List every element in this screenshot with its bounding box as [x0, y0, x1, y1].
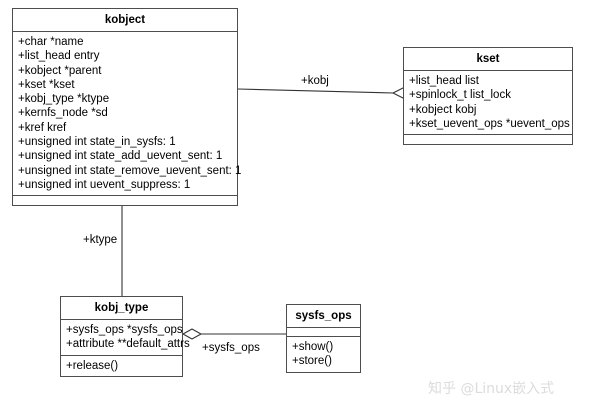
attribute-row: +unsigned int state_in_sysfs: 1 — [18, 136, 176, 149]
attribute-row: +kobject kobj — [409, 103, 477, 116]
class-box-kobject[interactable]: kobject +char *name +list_head entry +ko… — [12, 8, 242, 207]
edge-kobj-type-sysfs-ops — [181, 328, 286, 340]
edge-label-ktype: +ktype — [83, 234, 118, 246]
attribute-row: +unsigned int state_remove_uevent_sent: … — [18, 164, 242, 177]
edge-label-kobj: +kobj — [301, 75, 329, 87]
method-row: +show() — [292, 341, 334, 353]
method-row: +store() — [292, 355, 332, 368]
class-attributes-kobject: +char *name +list_head entry +kobject *p… — [13, 32, 242, 197]
class-title-sysfs-ops: sysfs_ops — [287, 305, 360, 328]
attribute-row: +kref kref — [18, 121, 67, 134]
attribute-row: +attribute **default_attrs — [66, 338, 190, 351]
class-methods-kobj-type: +release() — [61, 355, 182, 376]
attribute-row: +kobj_type *ktype — [18, 93, 110, 106]
class-title-kset: kset — [404, 48, 572, 71]
attribute-row: +kset_uevent_ops *uevent_ops — [409, 117, 570, 130]
class-box-kset[interactable]: kset +list_head list +spinlock_t list_lo… — [403, 47, 573, 146]
class-methods-kobject — [13, 196, 237, 206]
class-box-kobj-type[interactable]: kobj_type +sysfs_ops *sysfs_ops +attribu… — [60, 296, 190, 377]
class-title-kobject: kobject — [13, 9, 237, 32]
class-box-sysfs-ops[interactable]: sysfs_ops +show() +store() — [286, 304, 361, 373]
attribute-row: +spinlock_t list_lock — [409, 89, 511, 102]
class-attributes-sysfs-ops — [287, 328, 360, 337]
class-attributes-kset: +list_head list +spinlock_t list_lock +k… — [404, 71, 572, 136]
method-row: +release() — [66, 359, 119, 372]
attribute-row: +sysfs_ops *sysfs_ops — [66, 324, 183, 336]
class-attributes-kobj-type: +sysfs_ops *sysfs_ops +attribute **defau… — [61, 320, 190, 356]
watermark-text: 知乎 @Linux嵌入式 — [428, 381, 555, 397]
class-methods-sysfs-ops: +show() +store() — [287, 337, 360, 372]
edge-kobject-kset — [237, 87, 415, 99]
class-title-kobj-type: kobj_type — [61, 297, 182, 320]
attribute-row: +kset *kset — [18, 78, 75, 91]
attribute-row: +kobject *parent — [18, 64, 102, 77]
attribute-row: +unsigned int state_add_uevent_sent: 1 — [18, 150, 223, 163]
attribute-row: +list_head list — [409, 75, 479, 87]
attribute-row: +unsigned int uevent_suppress: 1 — [18, 178, 191, 191]
edge-label-sysfs-ops: +sysfs_ops — [202, 342, 260, 354]
attribute-row: +list_head entry — [18, 50, 100, 63]
class-methods-kset — [404, 135, 572, 145]
attribute-row: +kernfs_node *sd — [18, 107, 108, 120]
attribute-row: +char *name — [18, 36, 84, 48]
